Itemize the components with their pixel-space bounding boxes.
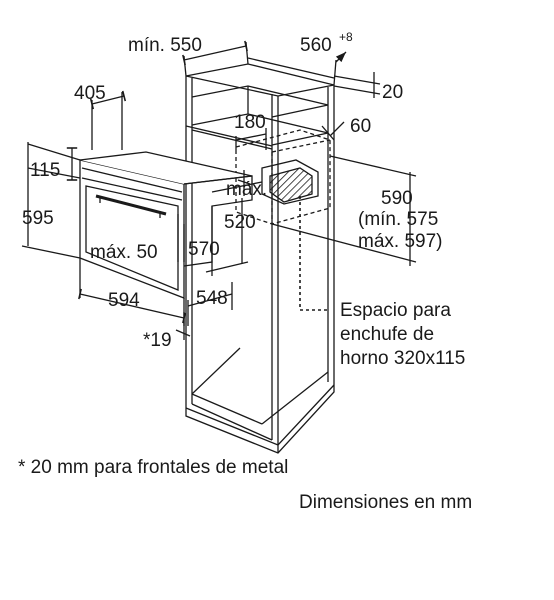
socket-leader-line: [299, 196, 330, 311]
dim-min-550: [182, 40, 249, 77]
label-60: 60: [350, 116, 371, 137]
label-570: 570: [188, 239, 220, 260]
label-180: 180: [234, 112, 266, 133]
dim-max-520: [211, 170, 263, 196]
socket-label-line2: enchufe de: [340, 324, 434, 345]
dim-595: [21, 142, 81, 259]
label-min-550: mín. 550: [128, 35, 202, 56]
label-590-min: (mín. 575: [358, 209, 438, 230]
label-max: máx.: [226, 179, 267, 200]
label-405: 405: [74, 83, 106, 104]
label-520: 520: [224, 212, 256, 233]
dim-570: [205, 198, 249, 276]
label-595: 595: [22, 208, 54, 229]
label-560: 560: [300, 35, 332, 56]
dim-590: [271, 155, 417, 266]
dim-115: [27, 143, 81, 181]
label-594: 594: [108, 290, 140, 311]
dim-180: [235, 128, 267, 150]
label-548: 548: [196, 288, 228, 309]
dimension-labels: mín. 550 560 +8 20 405 180 60 115 595 má…: [22, 30, 465, 369]
socket-space: [261, 159, 319, 205]
label-560-sup: +8: [339, 30, 353, 44]
dim-20: [333, 72, 381, 98]
dim-405: [89, 90, 127, 150]
label-115: 115: [30, 160, 60, 181]
footnote-metal-fronts: * 20 mm para frontales de metal: [18, 457, 289, 478]
label-star-19: *19: [143, 330, 172, 351]
dim-19: [175, 312, 191, 340]
dim-560: [247, 51, 347, 86]
units-note: Dimensiones en mm: [299, 492, 473, 513]
socket-label-line3: horno 320x115: [340, 348, 465, 369]
label-590-max: máx. 597): [358, 231, 442, 252]
label-20: 20: [382, 82, 403, 103]
label-max-50: máx. 50: [90, 242, 158, 263]
label-590: 590: [381, 188, 413, 209]
socket-label-line1: Espacio para: [340, 300, 451, 321]
dim-548: [187, 282, 233, 326]
dim-max-50: [177, 214, 185, 262]
dim-60: [321, 121, 345, 141]
